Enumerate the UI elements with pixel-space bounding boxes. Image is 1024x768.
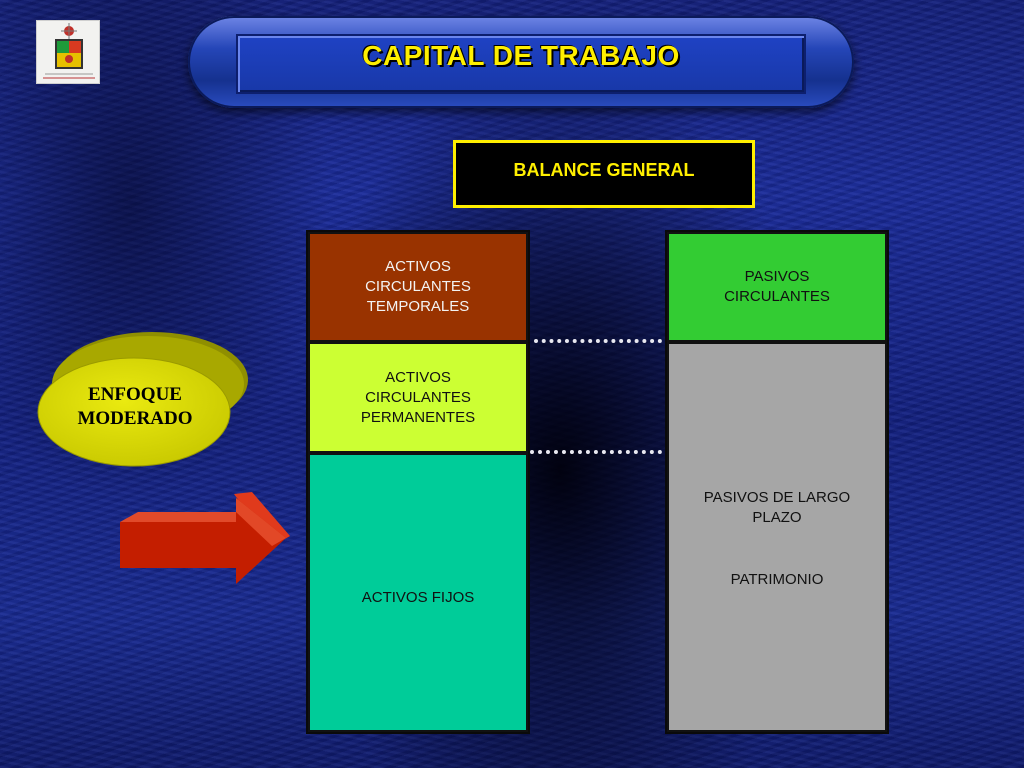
arrow-right-icon bbox=[120, 492, 290, 584]
enfoque-ellipse-shape bbox=[37, 332, 248, 467]
title-panel bbox=[236, 34, 806, 94]
enfoque-label: ENFOQUE MODERADO bbox=[40, 383, 230, 431]
block-label: ACTIVOS FIJOS bbox=[361, 588, 475, 606]
slide-title: CAPITAL DE TRABAJO bbox=[362, 40, 680, 71]
dotted-connector-top bbox=[534, 339, 662, 343]
pasivos-circulantes-block: PASIVOS CIRCULANTES bbox=[667, 232, 887, 342]
patrimonio-label: PATRIMONIO bbox=[730, 571, 824, 588]
block-label-line: PERMANENTES bbox=[360, 408, 476, 426]
block-label-line: CIRCULANTES bbox=[724, 288, 830, 305]
block-label-line: ACTIVOS bbox=[385, 368, 451, 386]
block-label-line: TEMPORALES bbox=[366, 298, 470, 315]
logo-emblem bbox=[36, 20, 100, 84]
coat-of-arms-icon bbox=[43, 23, 95, 79]
activos-circulantes-permanentes-block: ACTIVOS CIRCULANTES PERMANENTES bbox=[308, 342, 528, 453]
block-label-line: ACTIVOS bbox=[385, 258, 451, 275]
block-label-line: CIRCULANTES bbox=[365, 388, 471, 406]
block-label-line: PASIVOS DE LARGO bbox=[703, 489, 851, 506]
dotted-connector-bottom bbox=[530, 450, 662, 454]
block-label-line: PLAZO bbox=[752, 509, 802, 526]
enfoque-label-line: MODERADO bbox=[77, 408, 193, 429]
enfoque-label-line: ENFOQUE bbox=[88, 384, 182, 405]
activos-fijos-block: ACTIVOS FIJOS bbox=[308, 453, 528, 732]
block-label-line: PASIVOS bbox=[744, 268, 810, 285]
balance-general-label: BALANCE GENERAL bbox=[513, 160, 695, 180]
pasivos-largo-plazo-patrimonio-block: PASIVOS DE LARGO PLAZO PATRIMONIO bbox=[667, 342, 887, 732]
block-label-line: CIRCULANTES bbox=[365, 278, 471, 295]
balance-general-box bbox=[453, 140, 755, 208]
activos-circulantes-temporales-block: ACTIVOS CIRCULANTES TEMPORALES bbox=[308, 232, 528, 342]
